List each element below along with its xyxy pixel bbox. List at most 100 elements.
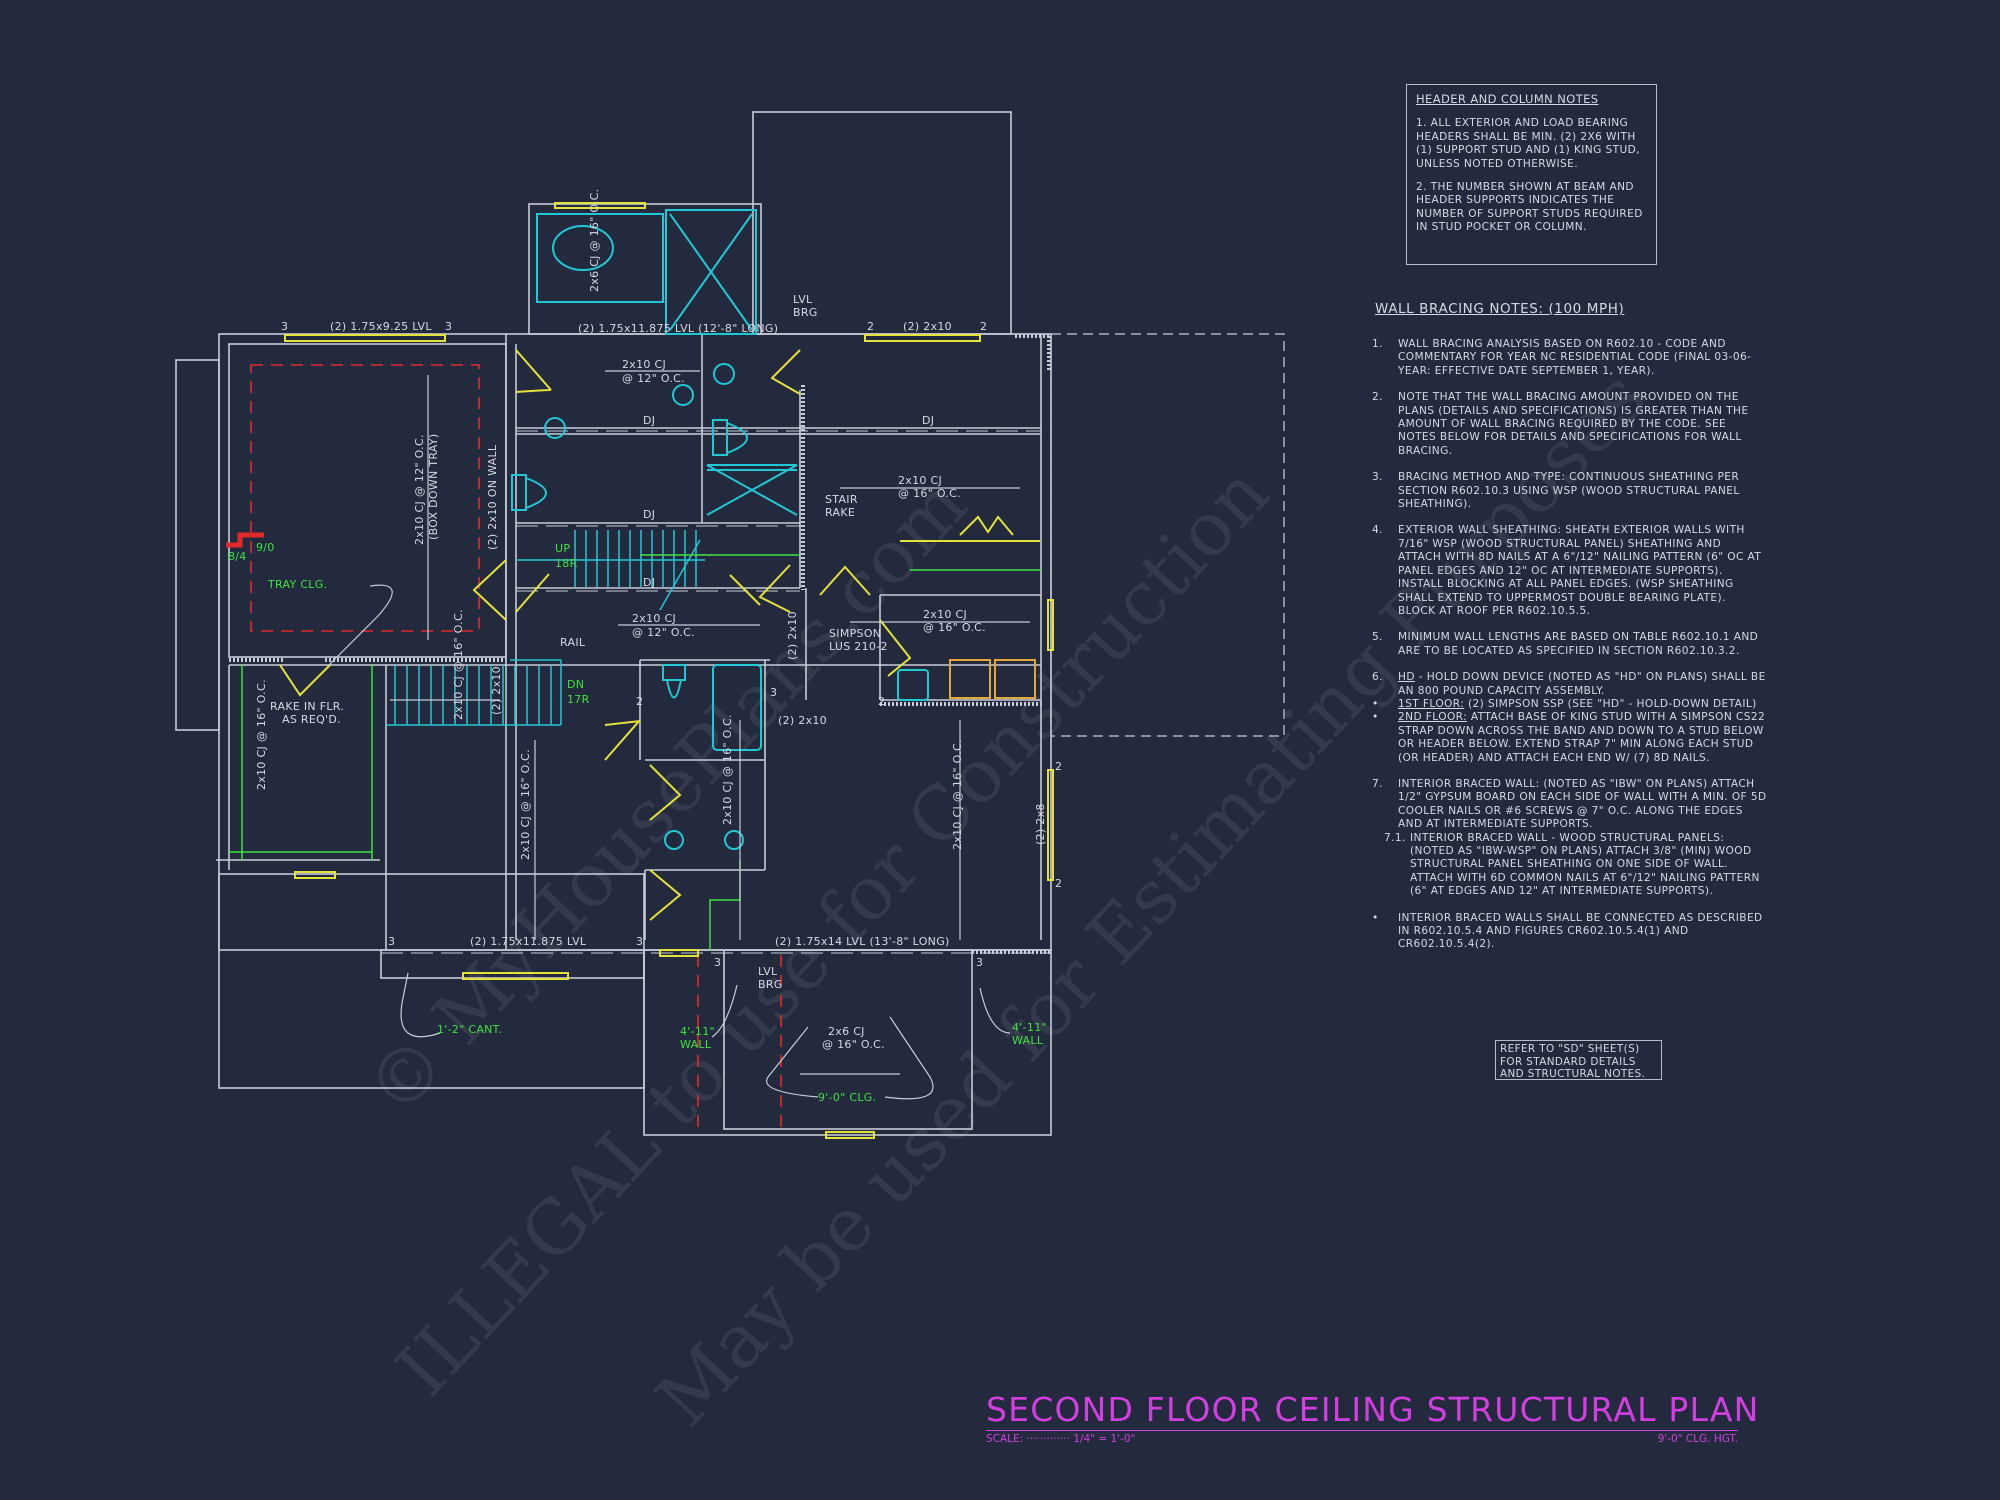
note-text: WALL BRACING ANALYSIS BASED ON R602.10 -… <box>1398 338 1767 378</box>
joist-label: 2x10 CJ @ 16" O.C. <box>452 609 465 720</box>
note-text: NOTE THAT THE WALL BRACING AMOUNT PROVID… <box>1398 391 1767 458</box>
note-text: INTERIOR BRACED WALLS SHALL BE CONNECTED… <box>1398 912 1767 952</box>
double-joist-lines <box>381 430 1051 954</box>
window-header <box>659 949 699 957</box>
bearing-label: BRG <box>758 978 783 991</box>
walls <box>175 111 1052 1136</box>
joist-label: 2x10 CJ <box>632 612 676 625</box>
window-header <box>294 871 336 879</box>
header-label: (2) 2x8 <box>1034 803 1047 845</box>
note-body: ATTACH BASE OF KING STUD WITH A SIMPSON … <box>1398 711 1766 764</box>
laundry-sink-icon <box>897 669 929 701</box>
bonus-room-wall <box>723 949 973 1130</box>
stud-count-label: 3 <box>388 935 395 948</box>
wall-bracing-note: • 2ND FLOOR: ATTACH BASE OF KING STUD WIT… <box>1372 711 1767 765</box>
lvl-beam <box>284 334 446 342</box>
wall-bracing-note: 5. MINIMUM WALL LENGTHS ARE BASED ON TABL… <box>1372 631 1767 658</box>
note-body: INTERIOR BRACED WALLS SHALL BE CONNECTED… <box>1398 911 1763 951</box>
lvl-beam <box>864 334 981 342</box>
joist-label: 2x10 CJ <box>622 358 666 371</box>
joist-label: 2x10 CJ <box>923 608 967 621</box>
hanger-label: LUS 210-2 <box>829 640 888 653</box>
beam-label: (2) 1.75x9.25 LVL <box>330 320 432 333</box>
stair-direction-label: DN <box>567 678 584 691</box>
note-body: NOTE THAT THE WALL BRACING AMOUNT PROVID… <box>1398 391 1749 457</box>
joist-label: 2x10 CJ @ 12" O.C. <box>413 434 426 545</box>
header-label: (2) 2x10 <box>778 714 827 727</box>
stud-count-label: 2 <box>867 320 874 333</box>
joist-label: (2) 2x10 ON WALL <box>486 444 499 550</box>
bath-bump-wall <box>528 203 762 335</box>
dimension-lines <box>327 370 1030 1100</box>
window-header <box>825 1131 875 1139</box>
note-label: 1ST FLOOR: <box>1398 697 1465 710</box>
note-number: 5. <box>1372 631 1383 644</box>
stud-count-label: 3 <box>445 320 452 333</box>
wall-bracing-note: 1. WALL BRACING ANALYSIS BASED ON R602.10… <box>1372 338 1767 378</box>
refer-note: REFER TO "SD" SHEET(S) FOR STANDARD DETA… <box>1495 1040 1662 1080</box>
shower-icon <box>669 213 753 331</box>
note-text: MINIMUM WALL LENGTHS ARE BASED ON TABLE … <box>1398 631 1767 658</box>
double-joist-label: DJ <box>643 508 655 521</box>
double-joist-label: DJ <box>643 414 655 427</box>
upper-bump-wall <box>752 111 1012 335</box>
drawing-title: SECOND FLOOR CEILING STRUCTURAL PLAN <box>986 1390 1760 1431</box>
wall-bracing-note: •INTERIOR BRACED WALLS SHALL BE CONNECTE… <box>1372 912 1767 952</box>
roof-outline <box>1050 333 1285 737</box>
note-number: • <box>1372 711 1379 724</box>
header-label: (2) 2x10 <box>490 666 503 715</box>
stair-risers-label: 18R <box>555 557 578 570</box>
tray-ceiling-outline <box>250 364 480 632</box>
fixtures <box>511 209 929 850</box>
sink-icon <box>664 830 684 850</box>
note-number: 1. <box>1372 338 1383 350</box>
wall-bracing-note: 6.HD - HOLD DOWN DEVICE (NOTED AS "HD" O… <box>1372 671 1767 698</box>
note-label: 2ND FLOOR: <box>1398 711 1468 724</box>
tub-icon <box>712 664 762 751</box>
wall-bracing-note: 3.BRACING METHOD AND TYPE: CONTINUOUS SH… <box>1372 471 1767 511</box>
shower-outline <box>665 209 757 335</box>
notes-heading: HEADER AND COLUMN NOTES <box>1416 92 1599 106</box>
note-text: INTERIOR BRACED WALL: (NOTED AS "IBW" ON… <box>1398 778 1767 832</box>
wall-height-label: 4'-11" <box>1012 1021 1047 1034</box>
beams <box>284 202 1054 1139</box>
bearing-label: LVL <box>758 965 778 978</box>
ceiling-height-label: 9'-0" CLG. <box>818 1091 876 1104</box>
note-text: EXTERIOR WALL SHEATHING: SHEATH EXTERIOR… <box>1398 524 1767 618</box>
beam-label: (2) 1.75x14 LVL (13'-8" LONG) <box>775 935 950 948</box>
tray-note-label: (BOX DOWN TRAY) <box>427 434 440 540</box>
sink-icon <box>724 830 744 850</box>
note-text: 1ST FLOOR: (2) SIMPSON SSP (SEE "HD" - H… <box>1398 698 1757 711</box>
joist-spacing-label: @ 16" O.C. <box>898 487 961 500</box>
joist-label: 2x10 CJ @ 16" O.C. <box>951 739 964 850</box>
stair-rake-label: RAKE <box>825 506 855 519</box>
rail-label: RAIL <box>560 636 586 649</box>
stud-count-label: 2 <box>636 695 643 708</box>
drawing-scale: SCALE: ············· 1/4" = 1'-0" <box>986 1433 1136 1445</box>
stair-risers-label: 17R <box>567 693 590 706</box>
wall-height-label: WALL <box>680 1038 712 1051</box>
wall-bracing-note: 4.EXTERIOR WALL SHEATHING: SHEATH EXTERI… <box>1372 524 1767 618</box>
double-joist-label: DJ <box>643 576 655 589</box>
washer-icon <box>949 659 991 699</box>
wall-bracing-note: •1ST FLOOR: (2) SIMPSON SSP (SEE "HD" - … <box>1372 698 1767 711</box>
sink-icon <box>544 417 566 439</box>
drawing-title-block: SECOND FLOOR CEILING STRUCTURAL PLAN SCA… <box>986 1390 1760 1445</box>
joist-label: 2x6 CJ <box>828 1025 865 1038</box>
stairs <box>386 530 705 726</box>
wall-bracing-notes: 1. WALL BRACING ANALYSIS BASED ON R602.10… <box>1372 338 1767 965</box>
joist-label: 2x10 CJ @ 16" O.C. <box>255 679 268 790</box>
window-header <box>462 972 569 980</box>
toilet-icon <box>662 664 686 699</box>
note-text: 2ND FLOOR: ATTACH BASE OF KING STUD WITH… <box>1398 711 1767 765</box>
appliances <box>949 659 1036 699</box>
note-number: 2. <box>1372 391 1383 404</box>
double-joist-label: DJ <box>922 414 934 427</box>
hanger-label: SIMPSON <box>829 627 881 640</box>
note-body: MINIMUM WALL LENGTHS ARE BASED ON TABLE … <box>1398 631 1759 657</box>
stud-count-label: 3 <box>976 956 983 969</box>
note-item: 1. ALL EXTERIOR AND LOAD BEARING HEADERS… <box>1416 117 1640 170</box>
stair-tread <box>659 539 701 611</box>
window-header <box>1047 599 1054 651</box>
wall-bracing-heading: WALL BRACING NOTES: (100 MPH) <box>1375 301 1625 317</box>
